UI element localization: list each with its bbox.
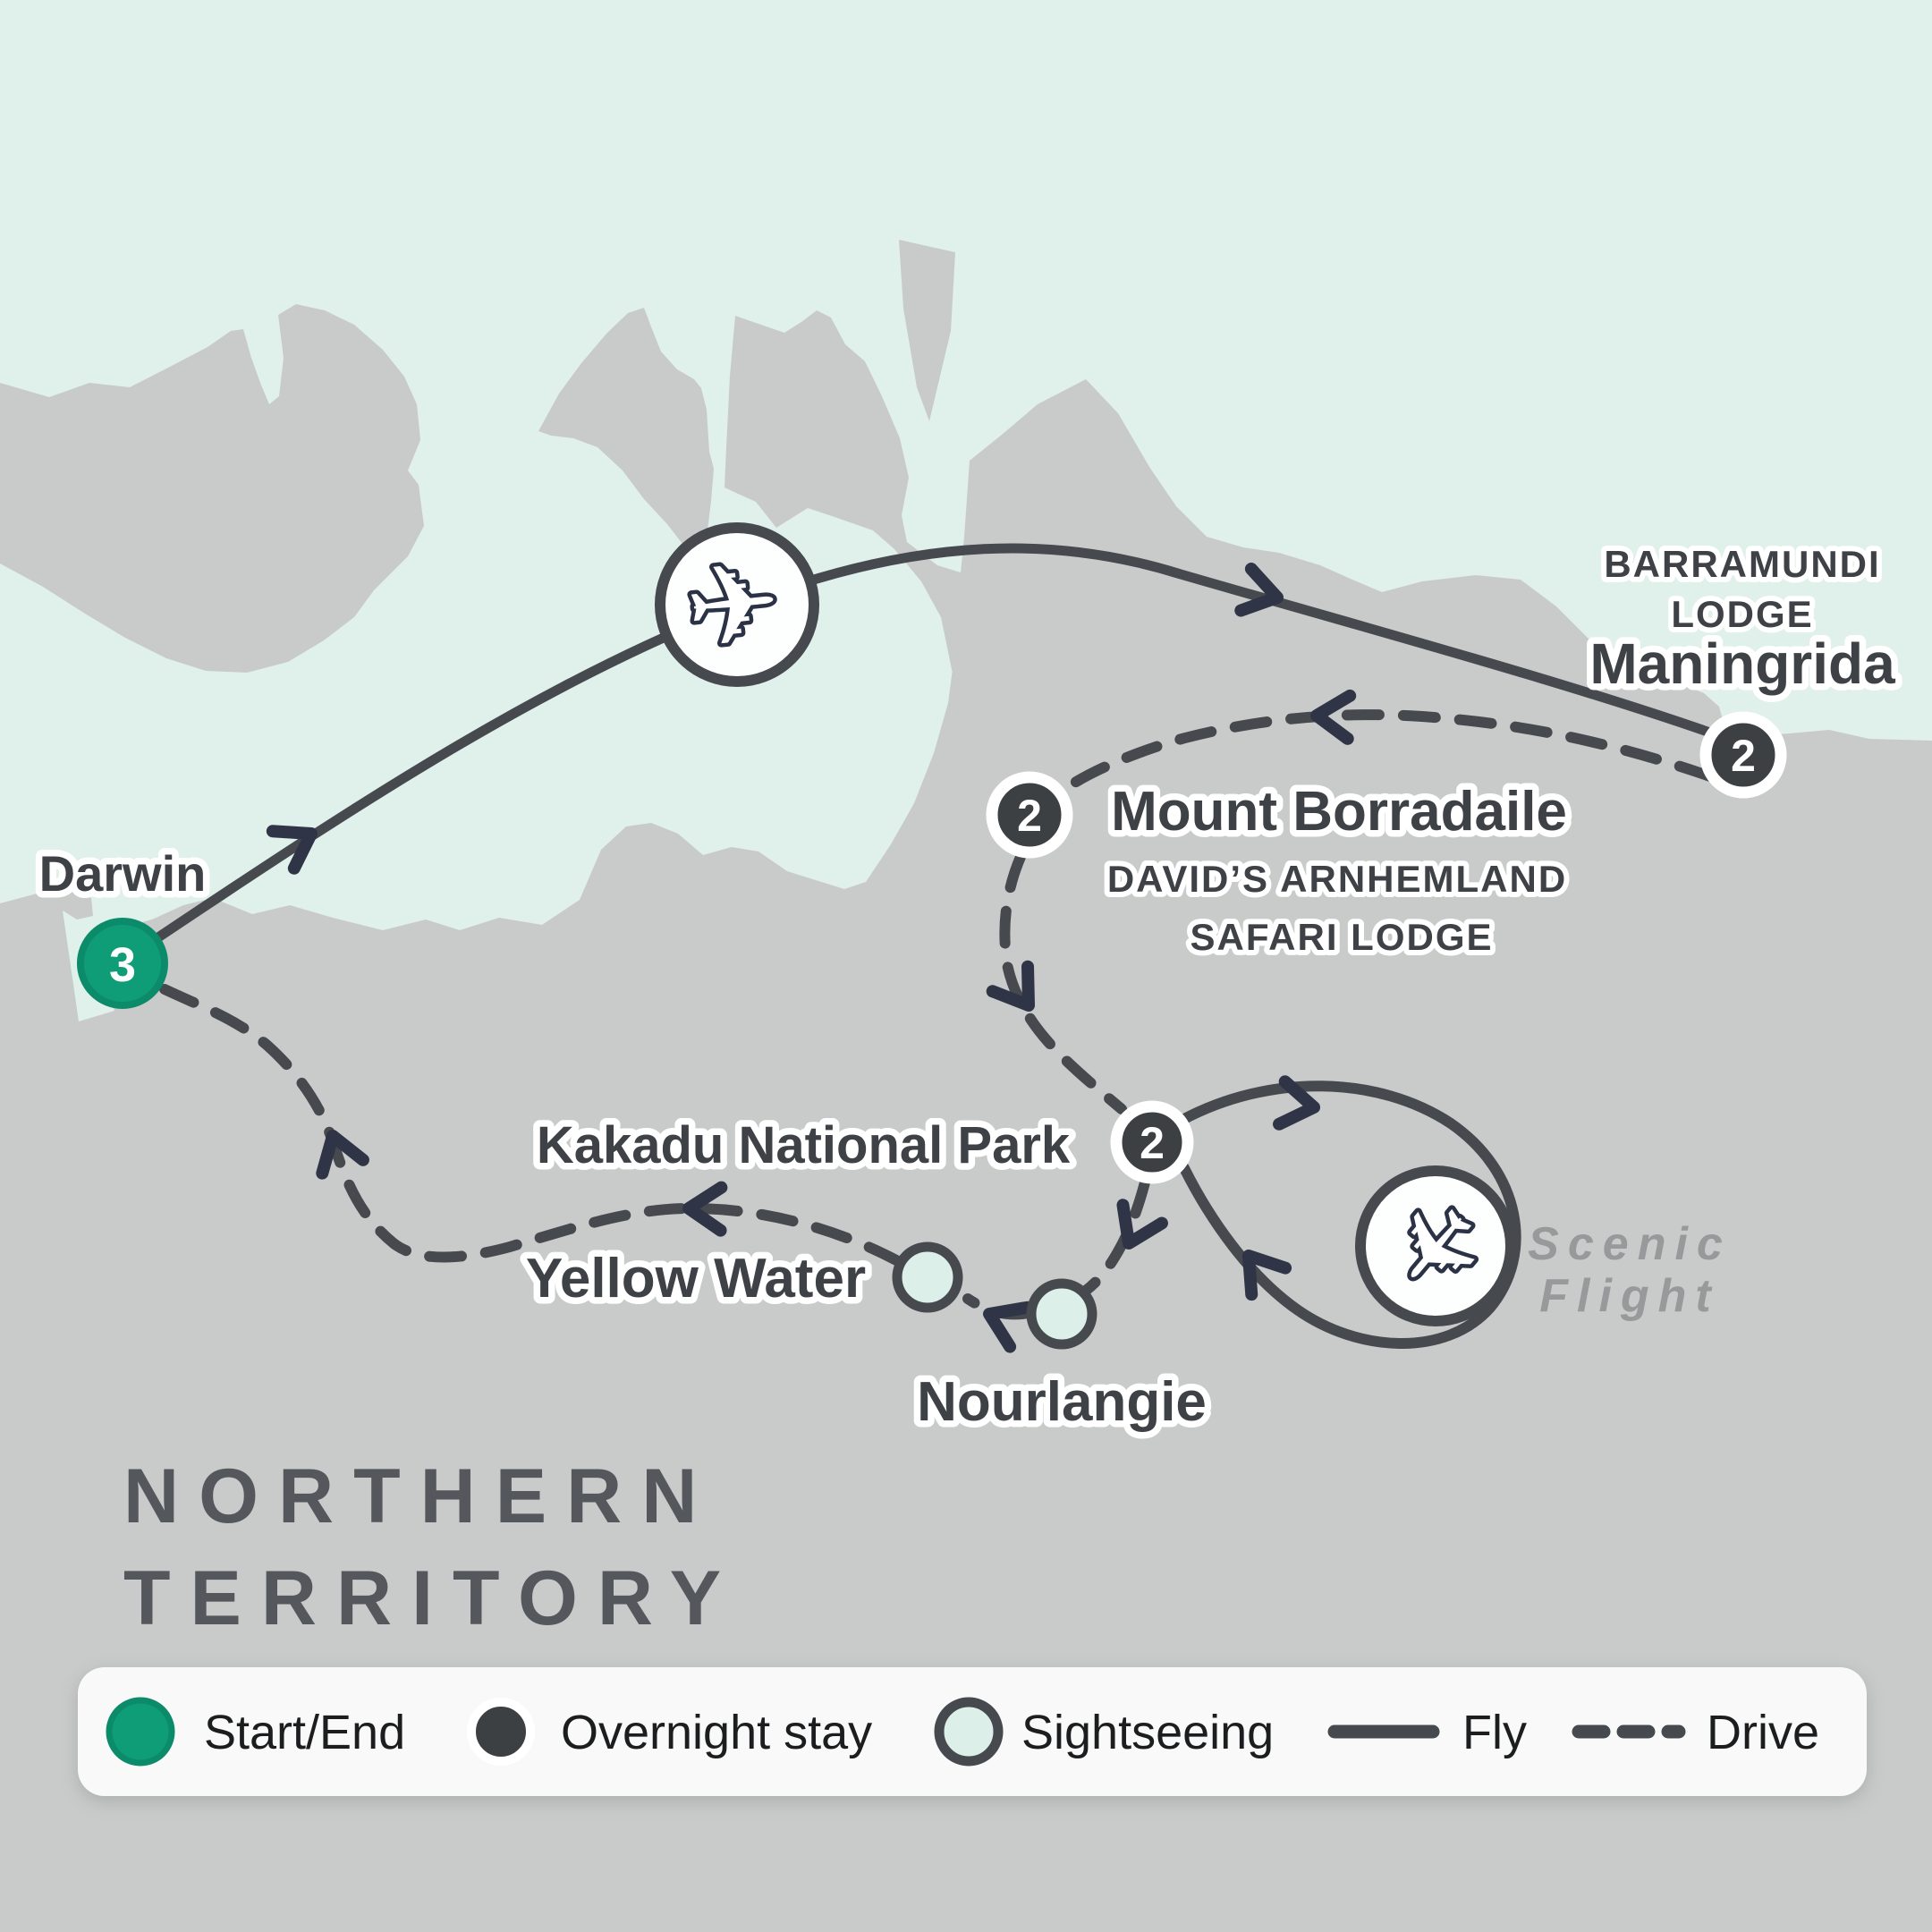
marker-darwin: 3 (77, 918, 168, 1009)
label-scenic-flight-1: Scenic (1528, 1218, 1732, 1270)
label-borradaile-lodge-1: DAVID’S ARNHEMLAND (1107, 858, 1567, 900)
nights-count: 3 (109, 938, 136, 992)
plane-badge-circle (1355, 1165, 1516, 1326)
legend-start-end-label: Start/End (204, 1706, 405, 1759)
mainland-landmass (0, 379, 1932, 1932)
arrow-icon (682, 1181, 728, 1237)
landmasses (0, 240, 1932, 1932)
start-end-icon (106, 1697, 175, 1767)
arrow-icon (983, 1301, 1034, 1353)
label-kakadu: Kakadu National Park (537, 1116, 1071, 1174)
label-maningrida-lodge-2: LODGE (1671, 593, 1813, 635)
fly-badge-scenic: ✈ (1354, 1165, 1516, 1326)
scenic-flight-loop (1177, 1080, 1521, 1349)
arrow-icon (1242, 1250, 1292, 1301)
arrow-icon (986, 960, 1035, 1012)
label-darwin: Darwin (39, 845, 207, 902)
arrow-icon (316, 1130, 369, 1180)
marker-mount-borradaile: 2 (986, 771, 1073, 859)
arrow-icon (266, 825, 318, 875)
marker-yellow-water (892, 1241, 963, 1313)
legend-fly-label: Fly (1462, 1706, 1527, 1759)
label-maningrida-lodge-1: BARRAMUNDI (1604, 543, 1880, 585)
label-region-line1: NORTHERN (123, 1453, 716, 1539)
tiwi-islands-landmass (0, 304, 424, 673)
arrow-icon (1273, 1075, 1320, 1131)
place-labels: Darwin BARRAMUNDI LODGE Maningrida Mount… (32, 538, 1902, 1641)
cobourg-east-landmass (724, 310, 979, 678)
nights-count: 2 (1731, 731, 1756, 781)
croker-island-landmass (899, 240, 955, 421)
legend-sightseeing-label: Sightseeing (1021, 1706, 1274, 1759)
label-borradaile-lodge-2: SAFARI LODGE (1190, 916, 1493, 958)
nights-count: 2 (1140, 1118, 1165, 1168)
plane-icon: ✈ (680, 537, 786, 675)
nights-count: 2 (1017, 791, 1042, 841)
label-maningrida: Maningrida (1589, 631, 1895, 696)
cobourg-west-landmass (538, 308, 714, 580)
route-arrows (266, 563, 1357, 1353)
drive-route-maningrida-borradaile (1057, 709, 1716, 796)
arrow-icon (1310, 689, 1357, 745)
arrow-icon (1116, 1199, 1168, 1250)
legend-overnight-label: Overnight stay (561, 1706, 872, 1759)
drive-route-yellowwater-darwin (159, 984, 903, 1267)
overnight-stay-icon (467, 1698, 535, 1766)
label-yellow-water: Yellow Water (526, 1248, 866, 1309)
label-nourlangie: Nourlangie (917, 1371, 1207, 1433)
fly-badge-main: ✈ (655, 522, 819, 687)
label-region-line2: TERRITORY (123, 1555, 741, 1641)
fly-route-darwin-maningrida (140, 543, 1728, 952)
label-mount-borradaile: Mount Borradaile (1111, 781, 1567, 843)
plane-badge-circle (655, 522, 819, 687)
marker-nourlangie (1026, 1278, 1097, 1350)
sightseeing-icon (934, 1697, 1004, 1767)
marker-maningrida: 2 (1699, 711, 1787, 799)
label-scenic-flight-2: Flight (1539, 1270, 1720, 1322)
legend: Start/End Overnight stay Sightseeing Fly… (78, 1667, 1867, 1796)
legend-drive-label: Drive (1707, 1706, 1819, 1759)
marker-kakadu: 2 (1110, 1100, 1194, 1184)
drive-route-kakadu-nourlangie (1071, 1177, 1150, 1302)
arrow-icon (1234, 563, 1284, 617)
